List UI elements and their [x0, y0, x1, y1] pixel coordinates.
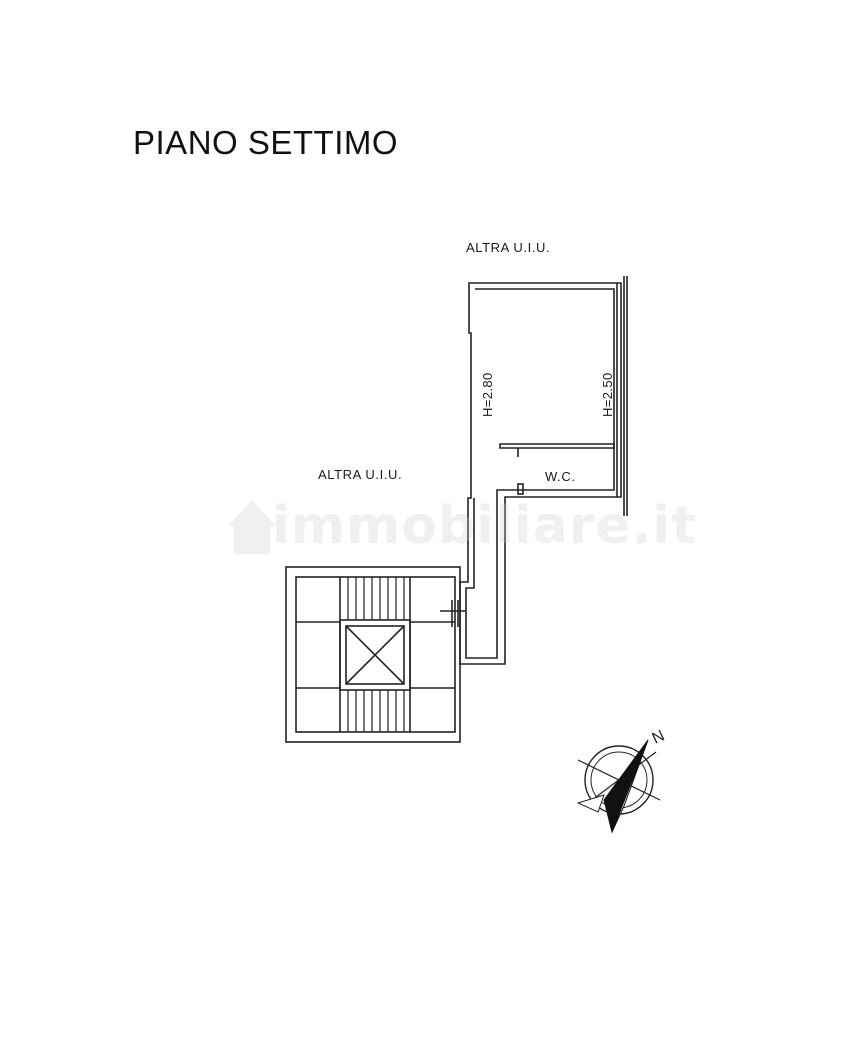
- wc-door-stub: [517, 483, 524, 495]
- unit-inner-wall: [465, 288, 615, 659]
- elevator-shaft-inner: [345, 625, 405, 685]
- page-title: PIANO SETTIMO: [133, 124, 399, 161]
- label-height-main: H=2.80: [480, 372, 495, 417]
- unit-outer-wall: [459, 282, 622, 665]
- compass-north-label: N: [650, 727, 668, 747]
- elevator-cross-2: [345, 625, 405, 685]
- compass-rose-icon: [576, 739, 661, 834]
- label-altra-uiu-left: ALTRA U.I.U.: [318, 467, 403, 482]
- stairwell-inner: [295, 576, 456, 733]
- stairwell-outer: [285, 566, 461, 743]
- label-wc: W.C.: [545, 469, 576, 484]
- stair-treads-bottom: [347, 690, 405, 732]
- label-height-side: H=2.50: [600, 372, 615, 417]
- label-altra-uiu-top: ALTRA U.I.U.: [466, 240, 551, 255]
- elevator-shaft-outer: [339, 619, 411, 691]
- wc-partition-wall: [499, 443, 615, 449]
- stair-treads-top: [347, 577, 405, 620]
